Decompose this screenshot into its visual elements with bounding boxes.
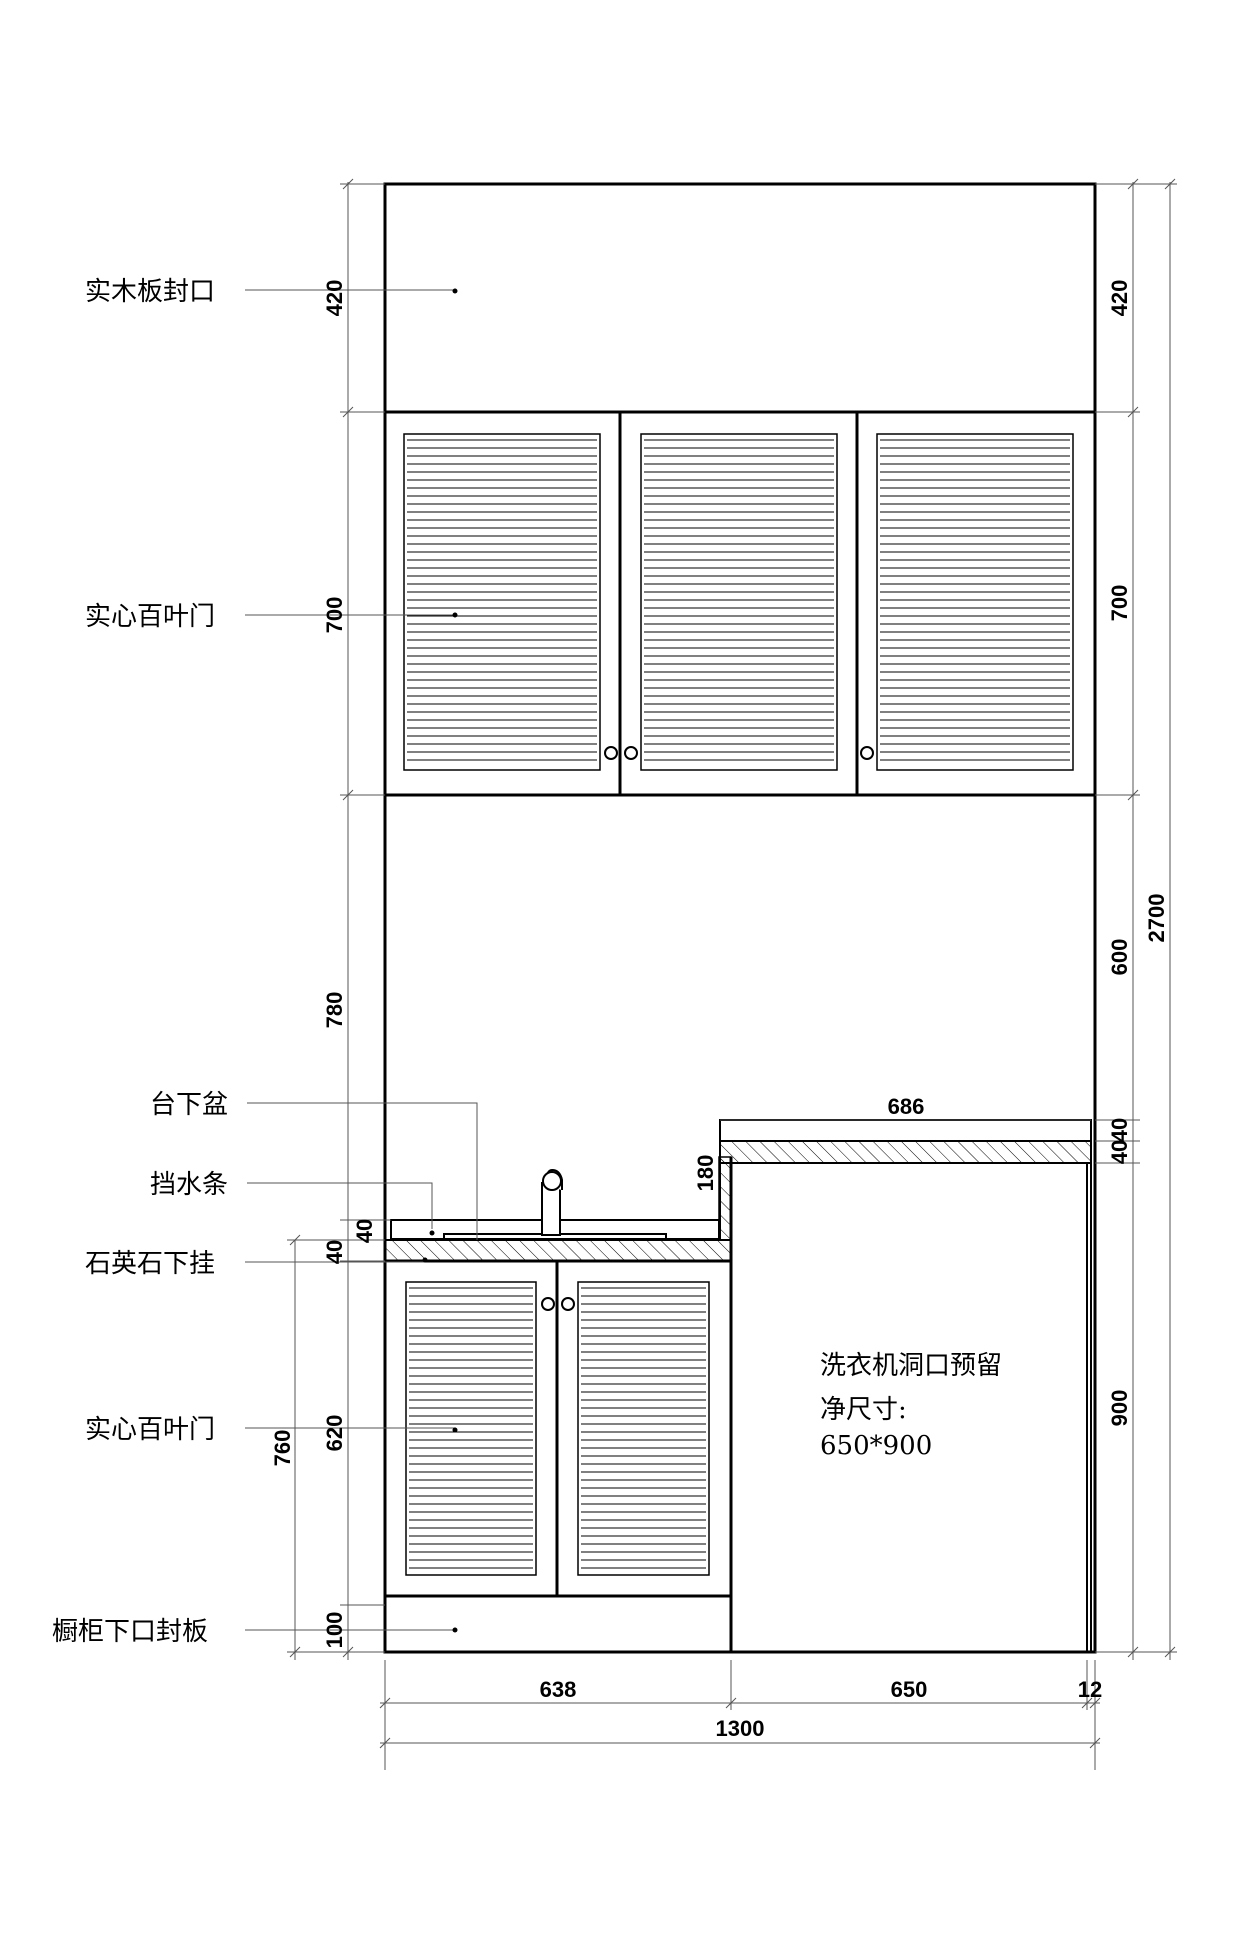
upper-door-panel-2 <box>640 433 838 771</box>
dim-right-900: 900 <box>1107 1390 1132 1427</box>
sink-counter <box>384 1156 732 1263</box>
quartz-counter <box>384 1239 732 1262</box>
dim-left-760: 760 <box>270 1430 295 1467</box>
dim-right-420: 420 <box>1107 280 1132 317</box>
dim-right-600: 600 <box>1107 939 1132 976</box>
door-knob <box>561 1297 575 1311</box>
upper-door-panel-1 <box>403 433 601 771</box>
dim-right-40b: 40 <box>1107 1140 1132 1164</box>
lower-door-panel-2 <box>577 1281 710 1576</box>
washer-note-line3: 650*900 <box>820 1431 932 1461</box>
lower-cabinet <box>385 1157 733 1652</box>
label-top-panel: 实木板封口 <box>85 277 215 307</box>
washer-note-line1: 洗衣机洞口预留 <box>820 1351 1002 1381</box>
dim-bottom-1300: 1300 <box>716 1716 765 1741</box>
left-dimensions <box>287 178 391 1660</box>
cabinet-outline <box>383 182 1097 1654</box>
dim-left-40a: 40 <box>352 1219 377 1243</box>
label-quartz-hang: 石英石下挂 <box>85 1249 215 1279</box>
label-sink: 台下盆 <box>150 1090 228 1120</box>
dim-total-2700: 2700 <box>1144 894 1169 943</box>
faucet <box>541 1168 563 1236</box>
upper-louver-doors <box>403 412 1074 795</box>
door-knob <box>541 1297 555 1311</box>
dim-right-700: 700 <box>1107 585 1132 622</box>
label-lower-doors: 实心百叶门 <box>85 1415 215 1445</box>
washer-top-board <box>719 1119 1092 1142</box>
dim-left-100: 100 <box>322 1612 347 1649</box>
door-knob <box>604 746 618 760</box>
door-knob <box>860 746 874 760</box>
label-kick-board: 橱柜下口封板 <box>52 1617 208 1647</box>
label-splash-strip: 挡水条 <box>150 1170 228 1200</box>
dim-left-700: 700 <box>322 597 347 634</box>
dim-left-180: 180 <box>693 1155 718 1192</box>
leader-labels: 实木板封口 实心百叶门 台下盆 挡水条 石英石下挂 实心百叶门 橱柜下口封板 <box>52 277 478 1647</box>
door-knob <box>624 746 638 760</box>
dim-left-420: 420 <box>322 280 347 317</box>
right-dimensions <box>1095 178 1177 1660</box>
dim-bottom-12: 12 <box>1078 1677 1102 1702</box>
washer-note-line2: 净尺寸: <box>820 1395 907 1425</box>
dim-right-40a: 40 <box>1107 1118 1132 1142</box>
dim-left-780: 780 <box>322 992 347 1029</box>
dim-left-40b: 40 <box>322 1240 347 1264</box>
upper-door-panel-3 <box>876 433 1074 771</box>
washer-bay: 洗衣机洞口预留 净尺寸: 650*900 <box>719 1119 1092 1652</box>
label-upper-doors: 实心百叶门 <box>85 602 215 632</box>
dim-left-620: 620 <box>322 1415 347 1452</box>
dim-bottom-650: 650 <box>891 1677 928 1702</box>
bottom-dimensions <box>379 1660 1101 1770</box>
dim-top-686: 686 <box>888 1094 925 1119</box>
dim-bottom-638: 638 <box>540 1677 577 1702</box>
washer-hatch-board <box>719 1140 1092 1164</box>
